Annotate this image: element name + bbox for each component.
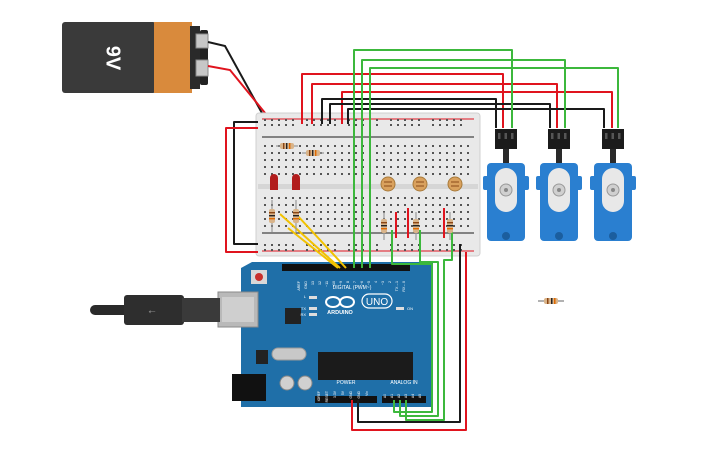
resistor[interactable] bbox=[447, 212, 453, 240]
power-pin-label: Vin bbox=[365, 391, 369, 396]
breadboard[interactable] bbox=[255, 112, 481, 257]
photoresistor-1[interactable] bbox=[380, 176, 396, 192]
digital-pin-label: ~11 bbox=[325, 281, 329, 287]
servo-3[interactable] bbox=[590, 129, 636, 241]
digital-pin-label: 4 bbox=[374, 281, 378, 283]
digital-pin-label: ~3 bbox=[381, 281, 385, 285]
tx-label: TX bbox=[301, 306, 306, 311]
power-label: POWER bbox=[337, 380, 356, 386]
red-led-2[interactable] bbox=[292, 174, 300, 190]
analog-pin-label: A3 bbox=[404, 394, 408, 398]
digital-pin-label: GND bbox=[304, 281, 308, 289]
on-label: ON bbox=[407, 306, 413, 311]
resistor[interactable] bbox=[276, 143, 298, 149]
digital-pin-label: RX←0 bbox=[402, 281, 406, 292]
arduino-logo: ARDUINO bbox=[325, 296, 355, 316]
rx-label: RX bbox=[300, 312, 306, 317]
servo-1[interactable] bbox=[483, 129, 529, 241]
analog-pin-label: A2 bbox=[397, 394, 401, 398]
resistor[interactable] bbox=[302, 150, 324, 156]
power-pin-label: GND bbox=[357, 390, 361, 398]
power-pin-label: GND bbox=[349, 390, 353, 398]
9v-battery[interactable]: 9V bbox=[62, 22, 209, 93]
digital-pin-label: ~9 bbox=[339, 281, 343, 285]
digital-pin-label: 13 bbox=[311, 281, 315, 285]
analog-pin-label: A4 bbox=[411, 394, 415, 398]
photoresistor-2[interactable] bbox=[412, 176, 428, 192]
digital-pin-label: ~10 bbox=[332, 281, 336, 287]
analog-label: ANALOG IN bbox=[390, 380, 418, 386]
usb-icon: ⭠ bbox=[148, 306, 155, 316]
resistor[interactable] bbox=[269, 200, 275, 232]
model-label: UNO bbox=[366, 297, 388, 308]
l-label: L bbox=[304, 294, 307, 299]
digital-pin-label: TX→1 bbox=[395, 281, 399, 291]
resistor[interactable] bbox=[381, 212, 387, 240]
reset-button[interactable] bbox=[255, 273, 263, 281]
digital-label: DIGITAL (PWM~) bbox=[333, 285, 372, 291]
analog-pin-label: A1 bbox=[390, 394, 394, 398]
resistors bbox=[269, 143, 453, 240]
red-led-1[interactable] bbox=[270, 174, 278, 190]
digital-pin-label: 8 bbox=[346, 281, 350, 283]
digital-pin-label: 2 bbox=[388, 281, 392, 283]
wires bbox=[225, 49, 619, 431]
analog-pin-label: A5 bbox=[418, 394, 422, 398]
servos bbox=[483, 129, 636, 241]
power-pin-label: 3.3V bbox=[333, 390, 337, 398]
servo-2[interactable] bbox=[536, 129, 582, 241]
analog-pin-label: A0 bbox=[383, 394, 387, 398]
loose-resistor[interactable] bbox=[538, 298, 564, 304]
digital-pin-label: ~6 bbox=[360, 281, 364, 285]
digital-pin-label: ~5 bbox=[367, 281, 371, 285]
digital-pin-label: 7 bbox=[353, 281, 357, 283]
battery-label: 9V bbox=[102, 46, 124, 71]
photoresistor-3[interactable] bbox=[447, 176, 463, 192]
resistor[interactable] bbox=[293, 200, 299, 232]
digital-pin-label: 12 bbox=[318, 281, 322, 285]
usb-cable[interactable]: ⭠ bbox=[90, 295, 220, 325]
power-pin-label: RESET bbox=[325, 391, 329, 402]
battery-leads bbox=[207, 41, 275, 125]
logo-text: ARDUINO bbox=[327, 310, 353, 316]
power-pin-label: IOREF bbox=[317, 391, 321, 401]
digital-pin-label: AREF bbox=[297, 280, 301, 290]
power-pin-label: 5V bbox=[341, 390, 345, 395]
resistor[interactable] bbox=[413, 212, 419, 240]
